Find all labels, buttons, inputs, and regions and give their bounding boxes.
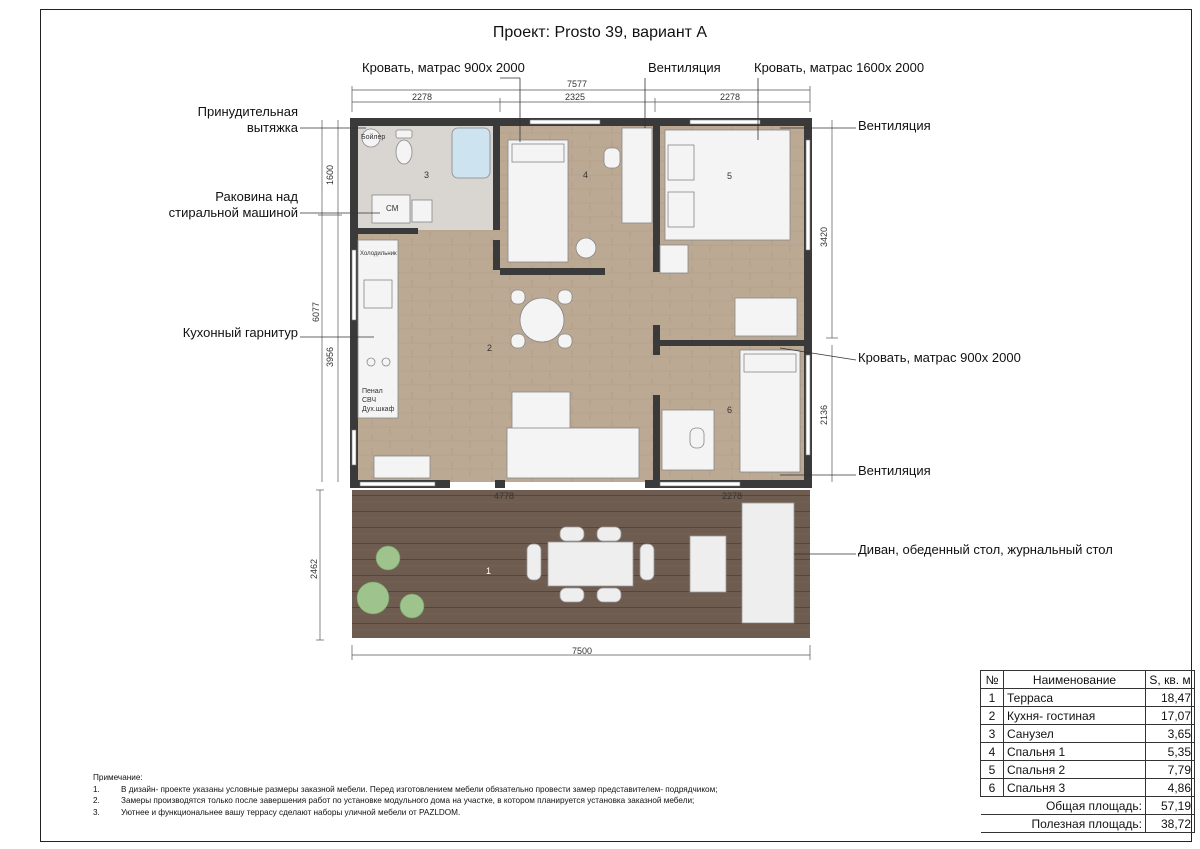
callout-ventilation-top: Вентиляция	[648, 60, 721, 75]
callout-kitchen-set: Кухонный гарнитур	[182, 325, 298, 340]
room-number-5: 5	[727, 171, 733, 181]
dim-right-bottom: 2136	[819, 404, 829, 425]
callout-bed-900-right: Кровать, матрас 900х 2000	[858, 350, 1021, 365]
note-number: 3.	[93, 807, 100, 817]
callout-sink-over-washer: Раковина над стиральной машиной	[168, 189, 298, 220]
header-area: S, кв. м	[1145, 670, 1195, 689]
total-row: Общая площадь: 57,19	[980, 796, 1195, 815]
label-cabinet-2: СВЧ	[362, 397, 377, 404]
room-number-1: 1	[486, 566, 492, 576]
note-number: 2.	[93, 796, 100, 805]
notes: Примечание: 1. В дизайн- проекте указаны …	[93, 772, 943, 818]
dim-top-right: 2278	[720, 92, 741, 102]
note-item: 2. Замеры производятся только после завер…	[93, 795, 943, 807]
cell-name: Санузел	[1003, 724, 1146, 743]
cell-number: 6	[980, 778, 1004, 797]
callout-forced-exhaust: Принудительная вытяжка	[197, 104, 298, 135]
cell-number: 4	[980, 742, 1004, 761]
cell-name: Спальня 2	[1003, 760, 1146, 779]
cell-number: 3	[980, 724, 1004, 743]
callout-bed-1600: Кровать, матрас 1600х 2000	[754, 60, 925, 75]
cell-area: 18,47	[1145, 688, 1195, 707]
note-text: В дизайн- проекте указаны условные разме…	[121, 784, 718, 794]
callout-bed-900-top: Кровать, матрас 900х 2000	[362, 60, 525, 75]
cell-number: 2	[980, 706, 1004, 725]
dim-left-total: 6077	[311, 301, 321, 322]
cell-name: Спальня 3	[1003, 778, 1146, 797]
room-number-6: 6	[727, 405, 733, 415]
drawing-frame	[40, 9, 1192, 842]
dim-top-left: 2278	[412, 92, 433, 102]
cell-name: Кухня- гостиная	[1003, 706, 1146, 725]
dim-overall-top: 7577	[567, 79, 588, 89]
cell-area: 17,07	[1145, 706, 1195, 725]
notes-heading: Примечание:	[93, 773, 143, 782]
label-washer: СМ	[386, 204, 399, 213]
total-label: Общая площадь:	[980, 796, 1146, 815]
room-number-3: 3	[424, 170, 430, 180]
label-cabinet-1: Пенал	[362, 388, 383, 395]
callout-ventilation-right-bottom: Вентиляция	[858, 463, 931, 478]
cell-number: 1	[980, 688, 1004, 707]
cell-area: 3,65	[1145, 724, 1195, 743]
total-value: 57,19	[1145, 796, 1195, 815]
note-number: 1.	[93, 784, 100, 794]
cell-name: Спальня 1	[1003, 742, 1146, 761]
room-number-4: 4	[583, 170, 589, 180]
note-item: 1. В дизайн- проекте указаны условные раз…	[93, 784, 943, 796]
drawing-title: Проект: Prosto 39, вариант А	[492, 24, 708, 41]
note-item: 3. Уютнее и функциональнее вашу террасу с…	[93, 807, 943, 819]
cell-name: Терраса	[1003, 688, 1146, 707]
table-header-row: № Наименование S, кв. м	[980, 670, 1195, 689]
dim-left-top: 1600	[325, 164, 335, 185]
cell-number: 5	[980, 760, 1004, 779]
dim-inner-4778: 4778	[494, 491, 515, 501]
room-number-2: 2	[487, 343, 493, 353]
dim-inner-2278: 2278	[722, 491, 743, 501]
dim-left-terrace: 2462	[309, 558, 319, 579]
cell-area: 7,79	[1145, 760, 1195, 779]
label-cabinet-3: Дух.шкаф	[362, 406, 395, 413]
useful-label: Полезная площадь:	[980, 814, 1146, 833]
header-name: Наименование	[1003, 670, 1146, 689]
dim-right-top: 3420	[819, 226, 829, 247]
note-text: Уютнее и функциональнее вашу террасу сде…	[121, 807, 461, 817]
note-text: Замеры производятся только после заверше…	[121, 796, 695, 805]
callout-ventilation-right-top: Вентиляция	[858, 118, 931, 133]
dim-left-mid: 3956	[325, 346, 335, 367]
callout-terrace-furniture: Диван, обеденный стол, журнальный стол	[858, 542, 1113, 557]
dim-top-mid: 2325	[565, 92, 586, 102]
useful-value: 38,72	[1145, 814, 1195, 833]
header-number: №	[980, 670, 1004, 689]
label-boiler: Бойлер	[361, 134, 386, 141]
label-fridge: Холодильник	[360, 251, 397, 257]
useful-row: Полезная площадь: 38,72	[980, 814, 1195, 833]
cell-area: 5,35	[1145, 742, 1195, 761]
cell-area: 4,86	[1145, 778, 1195, 797]
dim-bottom: 7500	[572, 646, 593, 656]
